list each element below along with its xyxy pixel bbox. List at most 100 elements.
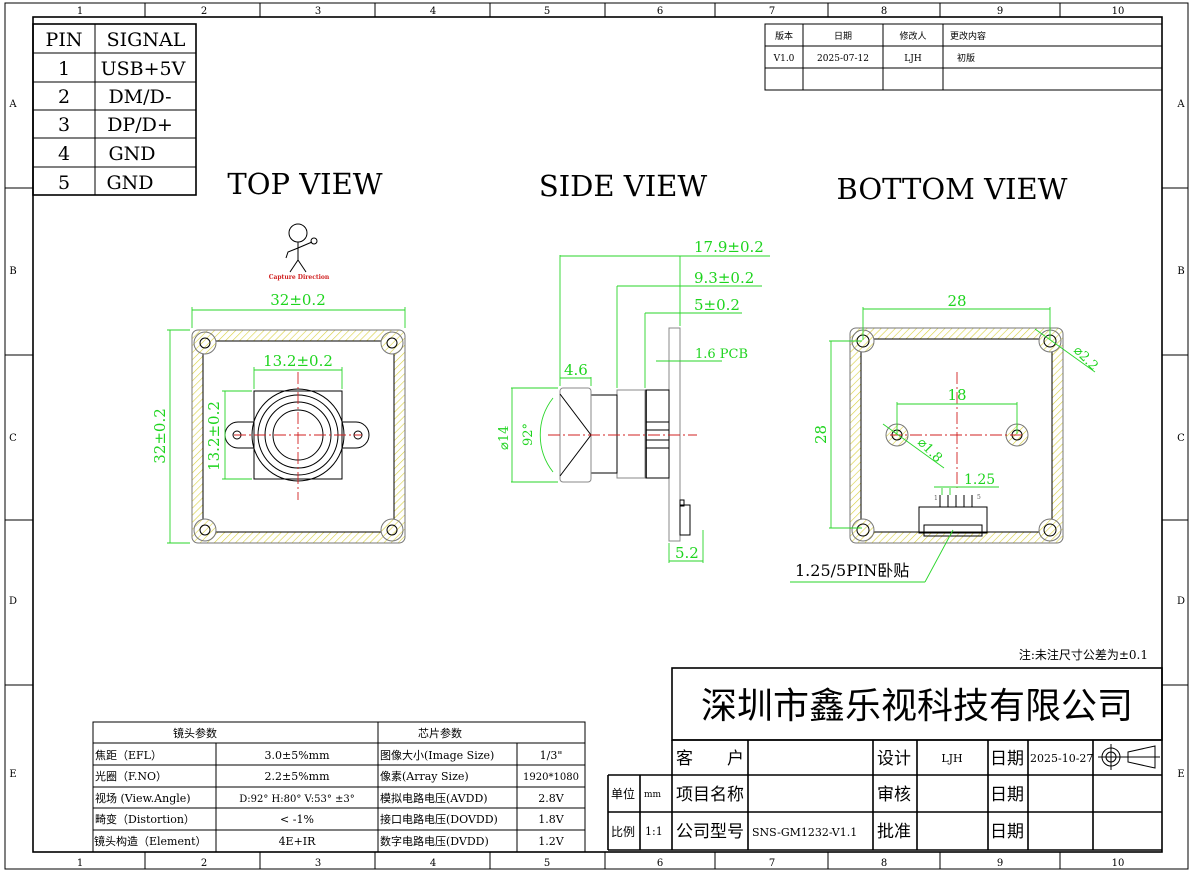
frame-col-label: 4 [430, 858, 436, 869]
frame-col-label: 3 [315, 858, 321, 869]
frame-row-label: E [1177, 769, 1184, 780]
dim-holder-length: 5±0.2 [694, 296, 740, 314]
frame-col-label: 5 [544, 858, 550, 869]
dim-mid-length: 9.3±0.2 [694, 269, 754, 287]
revision-header: 日期 [834, 31, 852, 42]
drawing-frame: 1 2 3 4 5 6 7 8 9 10 1 2 3 4 5 6 7 8 9 1… [4, 2, 1189, 870]
dim-corner-hole: ⌀2.2 [1070, 343, 1101, 374]
chip-param: 图像大小(Image Size) [380, 748, 494, 762]
dim-holder-height: 13.2±0.2 [205, 401, 223, 471]
dim-top-width: 32±0.2 [270, 291, 326, 309]
pin-signal: DP/D+ [107, 114, 173, 136]
revision-author: LJH [904, 54, 922, 64]
revision-date: 2025-07-12 [817, 54, 869, 64]
frame-col-label: 9 [997, 858, 1003, 869]
scale-value: 1:1 [645, 825, 663, 838]
frame-col-label: 2 [201, 6, 207, 17]
chip-param: 接口电路电压(DOVDD) [380, 813, 498, 826]
chip-param: 数字电路电压(DVDD) [380, 834, 489, 848]
frame-row-label: A [8, 99, 17, 110]
chip-param: 像素(Array Size) [380, 770, 469, 783]
chip-params-header: 芯片参数 [418, 726, 462, 740]
dim-holder-width: 13.2±0.2 [263, 352, 333, 370]
scale-label: 比例 [611, 825, 635, 839]
frame-row-label: D [9, 596, 17, 607]
lens-param: 光圈（F.NO） [95, 769, 167, 783]
dim-connector: 5.2 [675, 544, 699, 562]
revision-change: 初版 [957, 52, 975, 64]
lens-param: 视场 (View.Angle) [95, 791, 191, 805]
frame-row-label: D [1177, 596, 1185, 607]
customer-label: 客 户 [676, 749, 744, 769]
date-value: 2025-10-27 [1030, 752, 1093, 765]
chip-value: 2.8V [538, 792, 564, 805]
revision-table: 版本 日期 修改人 更改内容 V1.0 2025-07-12 LJH 初版 [764, 23, 1163, 91]
frame-col-label: 4 [430, 6, 436, 17]
frame-row-label: E [9, 769, 16, 780]
pin-signal: DM/D- [108, 86, 171, 108]
frame-row-label: C [1177, 433, 1185, 444]
frame-row-label: B [1177, 266, 1184, 277]
pin-header: PIN [46, 29, 83, 51]
lens-value: 4E+IR [279, 835, 317, 848]
dim-bottom-width: 28 [947, 292, 966, 310]
model-value: SNS-GM1232-V1.1 [752, 826, 857, 839]
design-label: 设计 [877, 749, 911, 769]
lens-param: 镜头构造（Element） [94, 834, 207, 848]
connector-pin-1: 1 [934, 495, 938, 502]
frame-col-label: 10 [1112, 6, 1125, 17]
frame-col-label: 1 [77, 6, 83, 17]
dim-pcb-thickness: 1.6 PCB [695, 347, 748, 362]
frame-col-label: 7 [769, 6, 775, 17]
side-view-title: SIDE VIEW [539, 169, 708, 203]
approve-date-label: 日期 [990, 822, 1024, 842]
lens-value: 3.0±5%mm [264, 749, 330, 762]
frame-col-label: 6 [657, 858, 663, 869]
revision-header: 更改内容 [950, 30, 986, 42]
projection-symbol-icon [1098, 744, 1160, 770]
connector-pin-5: 5 [977, 494, 981, 501]
chip-param: 模拟电路电压(AVDD) [380, 791, 488, 805]
chip-value: 1920*1080 [523, 772, 579, 783]
lens-value: < -1% [280, 813, 314, 826]
frame-row-label: C [9, 433, 17, 444]
frame-col-label: 10 [1112, 858, 1125, 869]
side-view: 17.9±0.2 9.3±0.2 5±0.2 1.6 PCB 4.6 5.2 ⌀… [497, 238, 770, 563]
dim-lens-length: 4.6 [564, 361, 588, 379]
pin-table: PIN SIGNAL 1 USB+5V 2 DM/D- 3 DP/D+ 4 GN… [32, 23, 197, 196]
pin-number: 2 [58, 86, 70, 108]
lens-value: 2.2±5%mm [264, 770, 330, 783]
revision-version: V1.0 [773, 54, 795, 64]
review-label: 审核 [877, 785, 911, 805]
frame-row-label: A [1176, 99, 1185, 110]
revision-header: 版本 [775, 30, 793, 42]
frame-col-label: 3 [315, 6, 321, 17]
frame-col-label: 5 [544, 6, 550, 17]
revision-header: 修改人 [899, 30, 926, 42]
dim-top-height: 32±0.2 [151, 408, 169, 464]
frame-col-label: 2 [201, 858, 207, 869]
dim-hole-spacing: 18 [947, 386, 966, 404]
company-name: 深圳市鑫乐视科技有限公司 [701, 686, 1133, 727]
connector-label: 1.25/5PIN卧贴 [795, 561, 909, 580]
top-view-title: TOP VIEW [227, 167, 382, 201]
frame-col-label: 1 [77, 858, 83, 869]
dim-total-length: 17.9±0.2 [694, 238, 764, 256]
pin-signal: GND [108, 143, 155, 165]
dim-view-angle: 92° [521, 423, 536, 446]
date-label: 日期 [990, 749, 1024, 769]
pin-number: 4 [58, 143, 70, 165]
chip-value: 1.8V [538, 813, 564, 826]
design-value: LJH [941, 752, 962, 765]
bottom-view-title: BOTTOM VIEW [837, 172, 1068, 206]
lens-value: D:92° H:80° V:53° ±3° [239, 794, 355, 805]
review-date-label: 日期 [990, 785, 1024, 805]
unit-value: mm [644, 790, 662, 800]
frame-col-label: 6 [657, 6, 663, 17]
model-label: 公司型号 [676, 822, 744, 842]
frame-col-label: 8 [881, 858, 887, 869]
unit-label: 单位 [611, 786, 635, 801]
dim-pin-pitch: 1.25 [964, 472, 995, 488]
tolerance-note: 注:未注尺寸公差为±0.1 [1019, 647, 1148, 662]
